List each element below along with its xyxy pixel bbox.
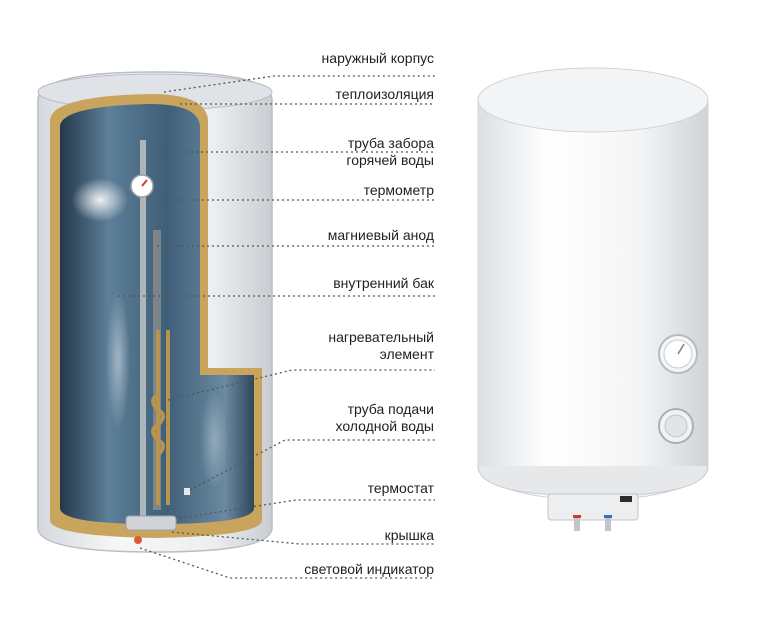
label-line: труба подачи xyxy=(347,401,434,417)
label-line: нагревательный xyxy=(328,329,434,345)
label-line: наружный корпус xyxy=(321,50,434,66)
leader-outer-casing xyxy=(163,75,435,93)
label-thermometer: термометр xyxy=(364,182,434,199)
label-line: внутренний бак xyxy=(333,275,434,291)
leader-indicator-light xyxy=(139,547,435,579)
label-thermostat: термостат xyxy=(368,480,434,497)
hot-outlet-pipe xyxy=(574,515,580,531)
label-line: теплоизоляция xyxy=(335,86,434,102)
heater-bottom-edge xyxy=(477,465,709,497)
label-outer-casing: наружный корпус xyxy=(322,50,434,67)
heater-switch xyxy=(620,496,632,502)
label-line: элемент xyxy=(379,346,434,362)
leader-lines xyxy=(118,75,435,579)
label-inner-tank: внутренний бак xyxy=(333,275,434,292)
leader-cold-water-pipe xyxy=(189,439,435,491)
cover-shape xyxy=(125,515,177,531)
heating-element-shape xyxy=(151,330,170,505)
thermometer-needle xyxy=(141,179,148,187)
label-line: холодной воды xyxy=(335,418,434,434)
water-highlight xyxy=(72,178,128,222)
cutaway-heater xyxy=(37,71,273,553)
thermostat-shape xyxy=(184,488,190,495)
label-line: горячей воды xyxy=(346,152,434,168)
label-hot-water-pipe: труба забора горячей воды xyxy=(346,135,434,169)
label-magnesium-anode: магниевый анод xyxy=(328,227,434,244)
label-line: термометр xyxy=(363,182,434,198)
label-cover: крышка xyxy=(385,527,434,544)
heater-bottom-module xyxy=(547,493,639,521)
assembled-heater xyxy=(477,67,709,531)
leader-thermostat xyxy=(179,499,435,519)
gauge-needle xyxy=(677,343,685,355)
heater-top xyxy=(477,67,709,133)
label-line: труба забора xyxy=(347,135,434,151)
hot-water-pipe-shape xyxy=(140,140,146,520)
label-line: световой индикатор xyxy=(304,561,434,577)
label-cold-water-pipe: труба подачи холодной воды xyxy=(335,401,434,435)
label-indicator-light: световой индикатор xyxy=(304,561,434,578)
label-line: крышка xyxy=(384,527,434,543)
water-highlight xyxy=(200,390,228,490)
indicator-light-shape xyxy=(134,536,142,544)
label-heating-element: нагревательный элемент xyxy=(328,329,434,363)
water-highlight xyxy=(106,290,130,430)
label-line: термостат xyxy=(367,480,434,496)
label-line: магниевый анод xyxy=(327,227,434,243)
label-insulation: теплоизоляция xyxy=(336,86,434,103)
cold-inlet-pipe xyxy=(605,515,611,531)
